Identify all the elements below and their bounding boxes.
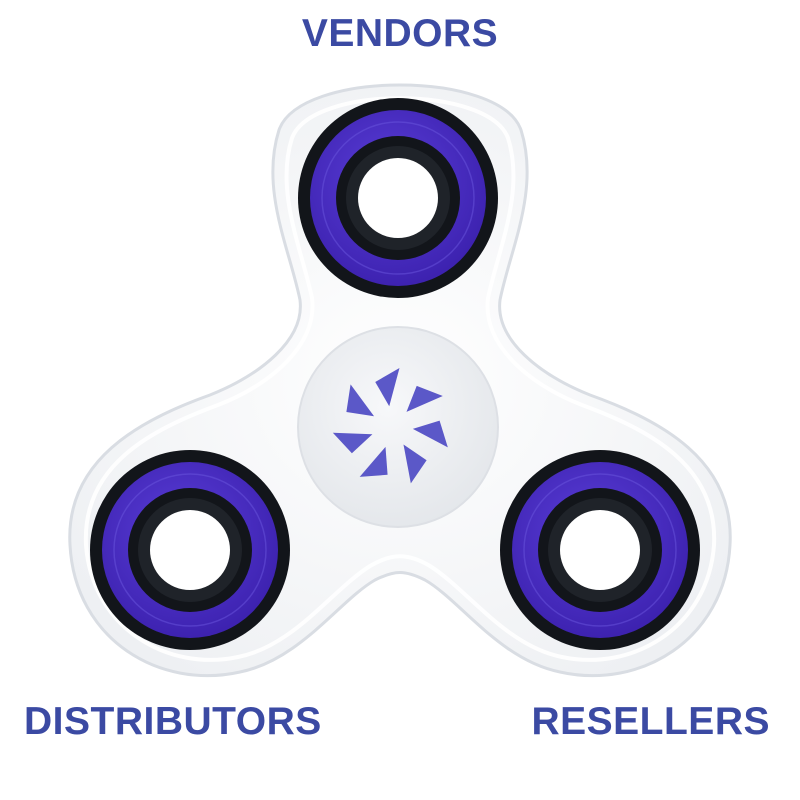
resellers-label: RESELLERS <box>531 702 770 741</box>
bearing-bottom-right <box>500 450 700 650</box>
bearing-bottom-left <box>90 450 290 650</box>
center-cap <box>298 327 498 527</box>
distributors-label: DISTRIBUTORS <box>24 702 322 741</box>
bearing-top <box>298 98 498 298</box>
